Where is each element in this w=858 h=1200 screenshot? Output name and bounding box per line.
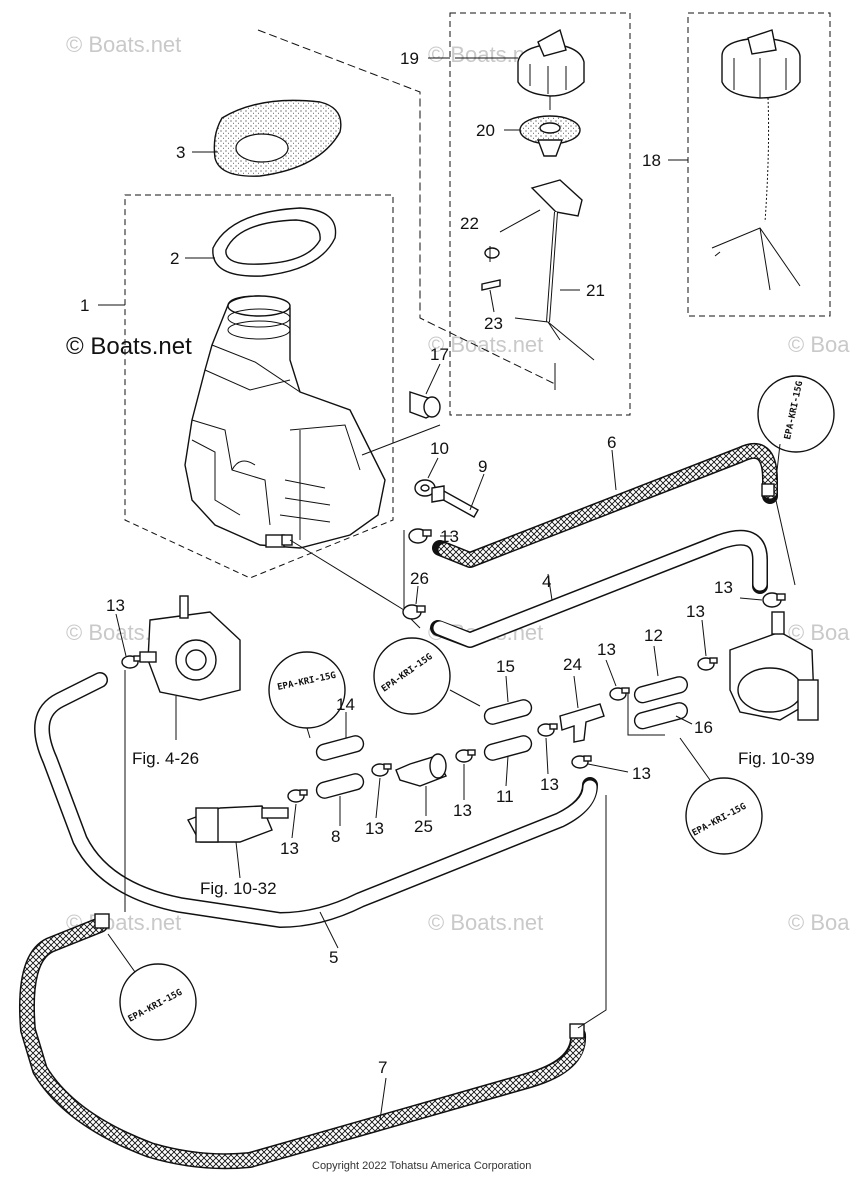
callout-13: 13 xyxy=(686,602,705,621)
callout-18: 18 xyxy=(642,151,661,170)
hose-5 xyxy=(34,672,598,928)
gasket-part xyxy=(212,207,337,277)
callout-26: 26 xyxy=(410,569,429,588)
pump-assembly xyxy=(139,595,241,701)
figure-ref-10-39[interactable]: Fig. 10-39 xyxy=(738,749,815,768)
hose-clamps xyxy=(121,528,786,803)
callout-1: 1 xyxy=(80,296,89,315)
bolt-part xyxy=(431,485,479,518)
callout-3: 3 xyxy=(176,143,185,162)
callout-13: 13 xyxy=(440,527,459,546)
dipstick-part xyxy=(514,179,595,361)
callout-16: 16 xyxy=(694,718,713,737)
watermark: © Boats.net xyxy=(428,910,543,935)
valve-assembly xyxy=(729,611,819,721)
watermark: © Boa xyxy=(788,332,850,357)
leader-frame xyxy=(257,29,556,385)
callout-13: 13 xyxy=(280,839,299,858)
callout-14: 14 xyxy=(336,695,355,714)
callout-9: 9 xyxy=(478,457,487,476)
callout-25: 25 xyxy=(414,817,433,836)
figure-ref-10-32[interactable]: Fig. 10-32 xyxy=(200,879,277,898)
hose-7-end xyxy=(94,913,110,929)
watermark: © Boats.net xyxy=(428,332,543,357)
watermark: © Boa xyxy=(788,620,850,645)
callout-13: 13 xyxy=(365,819,384,838)
hose-4 xyxy=(430,529,768,648)
cap-chain-assembly-part xyxy=(711,29,801,291)
callout-15: 15 xyxy=(496,657,515,676)
callout-20: 20 xyxy=(476,121,495,140)
callout-13: 13 xyxy=(540,775,559,794)
cap-group-frame xyxy=(449,12,631,416)
connector-assembly xyxy=(186,805,289,843)
callout-23: 23 xyxy=(484,314,503,333)
grommet-part xyxy=(409,391,441,419)
callout-24: 24 xyxy=(563,655,582,674)
callout-22: 22 xyxy=(460,214,479,233)
callout-10: 10 xyxy=(430,439,449,458)
callout-7: 7 xyxy=(378,1058,387,1077)
hose-tags: EPA-KRI-15G EPA-KRI-15G EPA-KRI-15G EPA-… xyxy=(107,375,835,1041)
callout-labels: 1 2 3 4 5 6 7 8 9 10 11 12 13 13 13 13 1… xyxy=(80,49,733,1077)
callout-8: 8 xyxy=(331,827,340,846)
callout-5: 5 xyxy=(329,948,338,967)
cap-seal-part xyxy=(519,115,581,157)
hose-7 xyxy=(18,917,587,1170)
callout-13: 13 xyxy=(632,764,651,783)
pin-part xyxy=(481,279,501,291)
callout-13: 13 xyxy=(453,801,472,820)
group-frames xyxy=(124,12,831,579)
fuel-filter-part xyxy=(395,753,447,787)
short-hoses xyxy=(315,676,689,799)
filler-cap-part xyxy=(517,28,585,110)
tee-fitting-part xyxy=(559,703,605,743)
cap-assembly-frame xyxy=(687,12,831,317)
watermark: © Boats.net xyxy=(66,32,181,57)
washer-hole xyxy=(420,484,430,492)
callout-21: 21 xyxy=(586,281,605,300)
hose-6-end xyxy=(761,483,775,497)
watermark-main: © Boats.net xyxy=(66,333,192,360)
figure-ref-4-26[interactable]: Fig. 4-26 xyxy=(132,749,199,768)
callout-leaders xyxy=(98,57,763,1121)
foam-pad-part xyxy=(213,99,342,177)
tank-group-frame xyxy=(124,194,394,579)
callout-12: 12 xyxy=(644,626,663,645)
hose-6 xyxy=(432,442,778,568)
oil-tank-part xyxy=(184,295,386,549)
callout-17: 17 xyxy=(430,345,449,364)
callout-13: 13 xyxy=(714,578,733,597)
callout-6: 6 xyxy=(607,433,616,452)
hose-7-end xyxy=(569,1023,585,1039)
copyright-text: Copyright 2022 Tohatsu America Corporati… xyxy=(312,1160,531,1172)
callout-2: 2 xyxy=(170,249,179,268)
callout-4: 4 xyxy=(542,572,551,591)
leader-lines xyxy=(124,424,796,1029)
callout-13: 13 xyxy=(106,596,125,615)
callout-19: 19 xyxy=(400,49,419,68)
callout-13: 13 xyxy=(597,640,616,659)
watermark: © Boa xyxy=(788,910,850,935)
small-washer-part xyxy=(484,247,500,259)
callout-11: 11 xyxy=(496,787,514,806)
